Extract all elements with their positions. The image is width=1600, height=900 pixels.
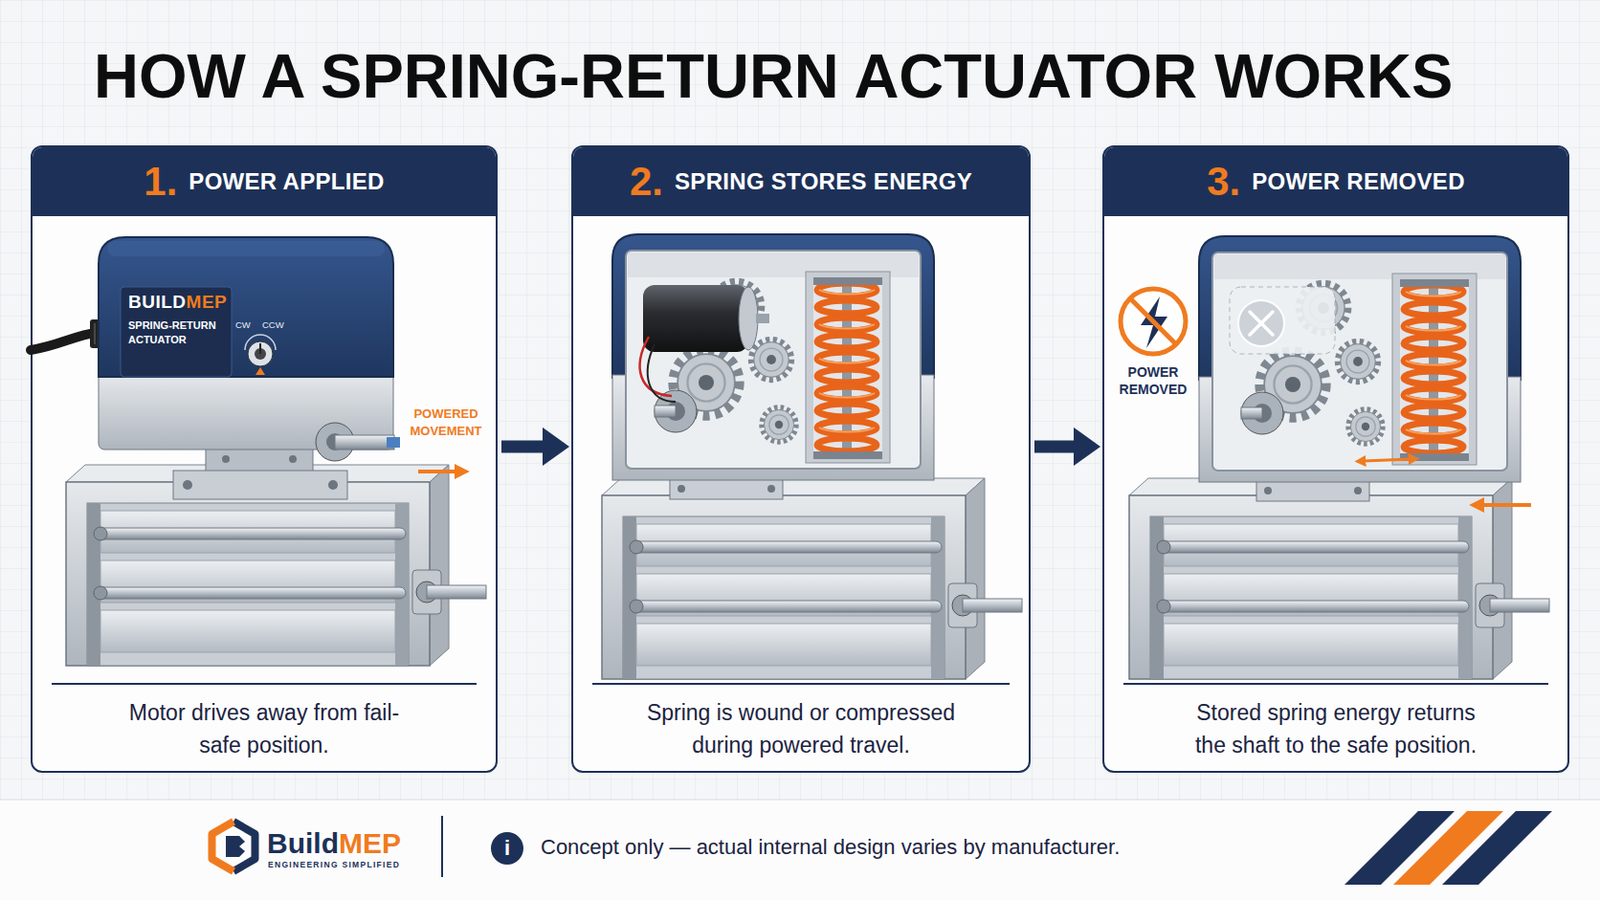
step-title: SPRING STORES ENERGY <box>674 170 973 194</box>
actuator-cutaway <box>612 234 934 500</box>
shaft-coupling <box>315 422 355 462</box>
actuator-external <box>222 455 230 464</box>
step-title: POWER APPLIED <box>188 170 384 194</box>
footer-divider <box>441 816 444 878</box>
panel-header: 2. SPRING STORES ENERGY <box>573 147 1029 217</box>
motor <box>643 285 749 353</box>
step-panel: 3. POWER REMOVED Stored spring energy retu… <box>1102 145 1570 774</box>
connector-group <box>501 445 1074 447</box>
output-shaft <box>334 435 395 450</box>
separator-line <box>592 683 1010 686</box>
footer-note: Concept only — actual internal design va… <box>540 835 1120 861</box>
actuator-cutaway <box>755 313 770 324</box>
flow-arrow <box>1034 440 1074 453</box>
accent-stripe <box>1393 811 1504 886</box>
actuator-cover <box>98 237 394 378</box>
actuator-cutaway <box>1130 298 1177 345</box>
footer-band <box>0 799 1600 801</box>
mount-plate <box>173 470 348 500</box>
actuator-external <box>94 323 107 345</box>
actuator-cutaway <box>1238 300 1285 347</box>
damper-assembly <box>601 478 1023 680</box>
actuator-external <box>326 433 344 451</box>
step-title: POWER REMOVED <box>1251 170 1466 194</box>
accent-stripe <box>1442 811 1553 886</box>
actuator-external <box>255 367 266 376</box>
label-plate <box>120 287 232 378</box>
actuator-cutaway <box>1140 296 1168 349</box>
motor-wire <box>640 336 672 397</box>
actuator-cutaway <box>1249 311 1273 335</box>
actuator-cutaway <box>1120 236 1532 506</box>
damper-assembly <box>1129 478 1550 680</box>
logo-wordmark: MEP <box>338 826 401 862</box>
release-arrow <box>1363 459 1411 462</box>
damper-assembly <box>601 478 1023 680</box>
actuator-external <box>288 455 297 464</box>
no-power-icon <box>1120 288 1186 355</box>
caption-area: Stored spring energy returns the shaft t… <box>1104 696 1568 762</box>
step-caption: Spring is wound or compressed during pow… <box>628 696 974 762</box>
step-caption: Stored spring energy returns the shaft t… <box>1185 696 1488 762</box>
info-glyph: i <box>490 834 524 864</box>
panel-header: 3. POWER REMOVED <box>1104 147 1568 217</box>
actuator-external <box>386 437 400 448</box>
damper-assembly <box>1129 478 1550 680</box>
actuator-external <box>30 237 458 500</box>
step-panel: 2. SPRING STORES ENERGY Spring is wound or… <box>571 145 1031 774</box>
separator-line <box>1123 683 1549 686</box>
ghost-motor <box>1229 287 1335 355</box>
footer-band <box>0 800 1600 900</box>
step-panel: 1. POWER APPLIED Motor drives away from fa… <box>30 145 498 774</box>
diagram-title: HOW A SPRING-RETURN ACTUATOR WORKS <box>93 38 1453 115</box>
step-number: 2. <box>629 161 664 202</box>
panel-header: 1. POWER APPLIED <box>32 147 496 217</box>
footer-band <box>212 822 235 872</box>
separator-line <box>51 683 477 686</box>
power-cable <box>30 333 96 351</box>
logo-mark <box>233 822 256 872</box>
footer-band <box>0 800 1600 900</box>
caption-area: Spring is wound or compressed during pow… <box>573 696 1029 762</box>
actuator-base <box>98 373 394 450</box>
cable-gland <box>89 319 112 349</box>
mount-bracket <box>205 445 313 473</box>
actuator-external <box>328 480 338 490</box>
actuator-external <box>259 343 262 355</box>
accent-stripe <box>1344 811 1455 886</box>
logo-tagline: ENGINEERING SIMPLIFIED <box>267 860 400 870</box>
footer-band <box>225 836 245 858</box>
damper-assembly <box>66 465 487 667</box>
actuator-external <box>182 480 193 490</box>
flow-arrow <box>501 440 543 453</box>
return-arrow <box>1481 503 1532 508</box>
info-icon <box>490 832 524 866</box>
actuator-cutaway <box>612 234 934 500</box>
actuator-cutaway <box>1199 236 1521 502</box>
logo-wordmark: Build <box>266 826 339 862</box>
actuator-external <box>254 348 267 360</box>
actuator-external <box>244 334 276 351</box>
motion-arrow <box>418 469 458 474</box>
knob-dial <box>247 341 273 367</box>
step-number: 1. <box>143 161 178 202</box>
step-caption: Motor drives away from fail-safe positio… <box>120 696 408 762</box>
actuator-cutaway <box>738 287 758 351</box>
actuator-external <box>107 241 385 257</box>
damper-assembly <box>66 465 487 667</box>
step-number: 3. <box>1206 161 1241 202</box>
actuator-cutaway <box>647 344 676 402</box>
caption-area: Motor drives away from fail-safe positio… <box>32 696 496 762</box>
